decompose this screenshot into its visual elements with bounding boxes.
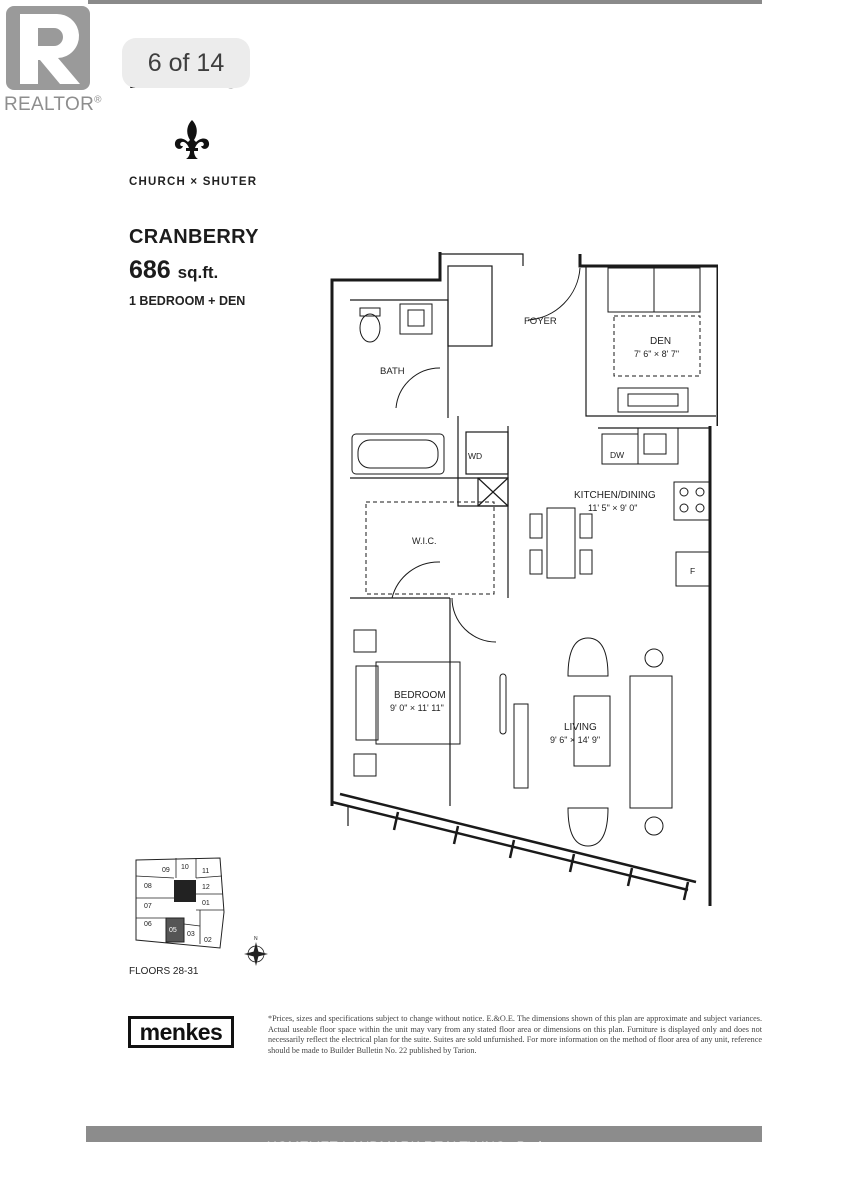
photo-counter: 6 of 14 [122,38,250,88]
keyplan-unit-05: 05 [169,927,177,934]
keyplan-unit-12: 12 [202,884,210,891]
keyplan-unit-09: 09 [162,867,170,874]
washer-dryer-label: WD [468,451,482,461]
keyplan-unit-03: 03 [187,931,195,938]
keyplan-unit-07: 07 [144,903,152,910]
kitchen-label: KITCHEN/DINING [574,490,656,501]
fleur-de-lis-icon [174,120,210,159]
den-label: DEN [650,336,671,347]
foyer-label: FOYER [524,316,557,327]
door-swings [391,267,581,643]
interior-walls [347,253,716,826]
window-wall [331,792,697,901]
walk-in-closet-label: W.I.C. [412,536,437,546]
den-dimensions: 7' 6" × 8' 7" [634,349,679,359]
realtor-r-icon [20,13,80,84]
highlighted-unit [165,917,185,943]
closet-outlines [365,315,701,595]
keyplan-unit-06: 06 [144,921,152,928]
fridge-label: F [690,566,695,576]
suite-size: 686 sq.ft. [129,256,219,284]
keyplan-unit-11: 11 [202,868,209,875]
keyplan-unit-10: 10 [181,864,189,871]
bottom-divider [86,1126,762,1142]
realtor-wordmark: REALTOR® [4,94,102,115]
realtor-logo [6,6,90,90]
living-label: LIVING [564,722,597,733]
project-tagline: CHURCH × SHUTER [129,176,258,188]
keyplan-unit-02: 02 [204,937,212,944]
brokerage-watermark: HOMELIFE LANDMARK REALTY INC., Brokerage [266,1138,582,1154]
floors-label: FLOORS 28-31 [129,966,199,977]
bedroom-label: BEDROOM [394,690,446,701]
suite-type: 1 BEDROOM + DEN [129,294,246,308]
north-arrow-icon: N [244,936,268,966]
top-divider [88,0,762,4]
north-label: N [254,936,258,942]
dishwasher-label: DW [610,450,624,460]
kitchen-dimensions: 11' 5" × 9' 0" [588,503,637,513]
core [174,880,196,902]
bedroom-dimensions: 9' 0" × 11' 11" [390,703,444,713]
living-dimensions: 9' 6" × 14' 9" [550,735,600,745]
bath-label: BATH [380,366,405,377]
fixtures [351,267,711,847]
keyplan-unit-01: 01 [202,900,210,907]
keyplan-unit-08: 08 [144,883,152,890]
suite-name: CRANBERRY [129,226,259,248]
key-plan: 09 10 11 08 12 07 01 06 05 03 02 N [135,857,268,966]
menkes-logo: menkes [128,1016,234,1048]
floor-plan: BATH FOYER DEN 7' 6" × 8' 7" WD DW KITCH… [330,252,718,906]
disclaimer-text: *Prices, sizes and specifications subjec… [268,1014,762,1055]
